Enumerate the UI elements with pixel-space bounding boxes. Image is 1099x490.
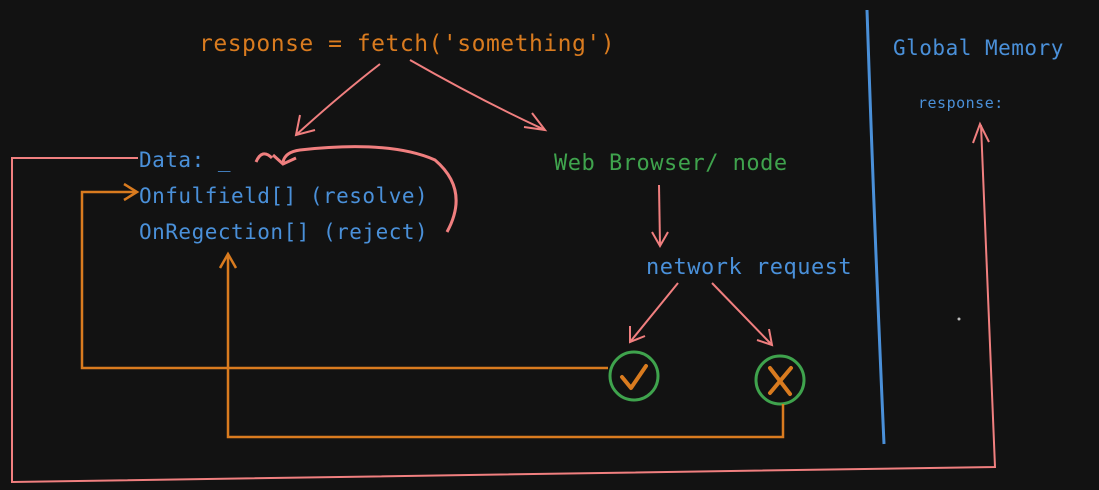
arrow-fetch-to-browser-head [523,112,548,132]
cross-icon [768,366,793,396]
arrow-success-to-onfulfilled [80,190,608,370]
arrow-browser-to-network [658,184,661,246]
arrow-failure-to-onrejection [226,254,785,439]
global-memory-title: Global Memory [893,36,1064,60]
arrow-browser-to-network-head [651,231,669,249]
arrow-fetch-to-promise [295,63,381,136]
data-value-mark [254,152,274,163]
arrow-network-to-failure-head [756,328,774,347]
arrow-network-to-failure [711,282,773,346]
promise-onfulfilled-label: Onfulfield[] (resolve) [139,184,429,208]
arrow-data-to-global-response [11,124,997,484]
promise-onrejection-label: OnRegection[] (reject) [139,220,429,244]
arrow-network-to-success-head [629,326,646,344]
arrow-functions-to-data [281,145,458,233]
memory-dot [957,317,961,321]
check-icon [620,364,648,390]
fetch-call-text: response = fetch('something') [199,31,616,57]
arrow-failure-to-onrejection-head [218,251,238,269]
memory-divider-line [865,9,886,445]
arrow-data-to-global-response-head [972,121,990,144]
arrow-functions-to-data-head [271,153,297,166]
failure-circle [754,354,806,406]
arrow-network-to-success [629,282,679,343]
network-request-label: network request [646,255,853,280]
promise-data-label: Data: _ [139,148,232,172]
success-circle [608,350,660,402]
global-memory-response-label: response: [918,94,1004,112]
arrow-success-to-onfulfilled-head [123,182,140,202]
web-browser-label: Web Browser/ node [554,151,788,176]
arrow-fetch-to-promise-head [294,114,316,137]
arrow-fetch-to-browser [409,59,546,131]
